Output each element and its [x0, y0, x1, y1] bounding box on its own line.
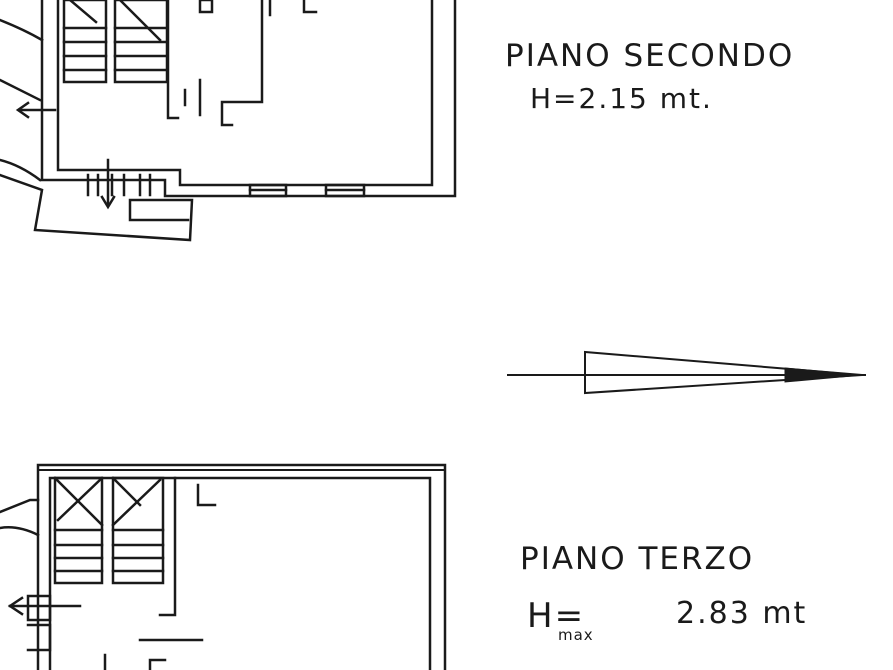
upper-inner-wall — [58, 0, 432, 185]
north-arrow — [508, 352, 865, 393]
upper-floor-title: PIANO SECONDO — [505, 38, 795, 74]
lower-floor-height-value: 2.83 mt — [676, 596, 808, 631]
upper-floor-plan — [0, 0, 455, 240]
lower-outer-wall — [38, 465, 445, 670]
lower-floor-plan — [0, 465, 445, 670]
upper-outer-wall — [42, 0, 455, 196]
lower-floor-height-symbol: H= — [527, 596, 586, 636]
lower-floor-title: PIANO TERZO — [520, 541, 755, 577]
lower-floor-height-subscript: max — [558, 626, 594, 644]
lower-inner-wall — [50, 478, 430, 670]
upper-floor-height: H=2.15 mt. — [530, 82, 713, 115]
